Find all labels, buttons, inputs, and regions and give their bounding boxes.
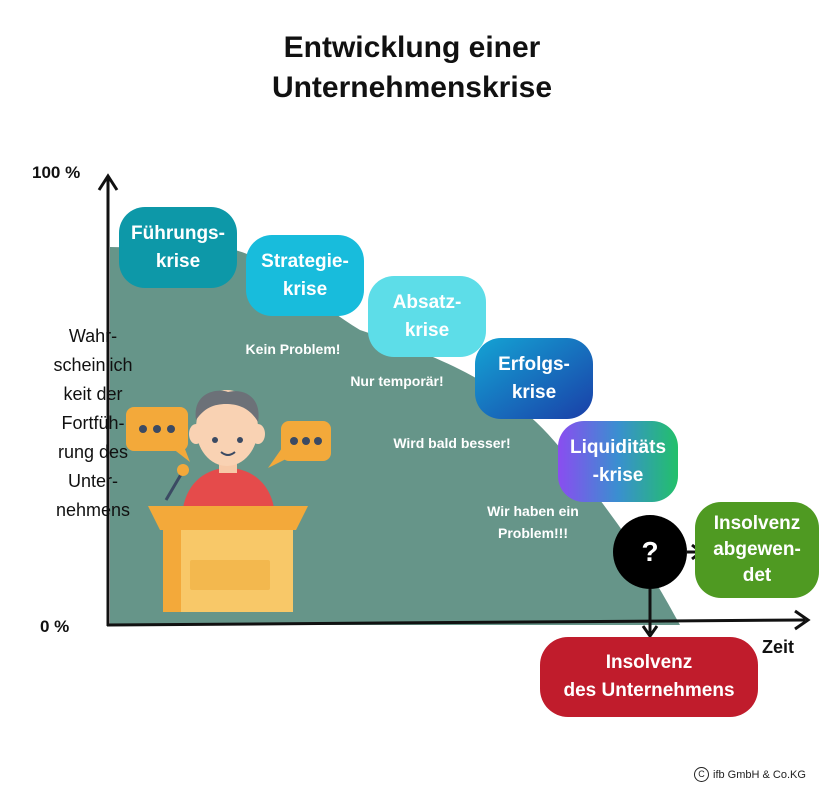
- outcome-text-line: Insolvenz: [713, 513, 801, 534]
- stage-text-line: krise: [155, 250, 201, 272]
- y-axis-label-line: Wahr-: [68, 326, 118, 346]
- stage-text-line: Führungs-: [131, 222, 225, 244]
- speech-bubble-left-icon: [126, 407, 190, 462]
- stage-text-liquiditaetskrise: Liquiditäts -krise: [558, 421, 678, 502]
- note-line: Wir haben ein: [487, 503, 579, 519]
- stage-text-line: krise: [404, 319, 450, 341]
- y-axis-label-line: rung des: [57, 442, 129, 462]
- note-line: Problem!!!: [498, 525, 568, 541]
- x-axis-line: [106, 618, 806, 627]
- title-line-2: Unternehmenskrise: [271, 71, 553, 104]
- stage-text-erfolgskrise: Erfolgs- krise: [475, 338, 593, 419]
- stage-text-line: krise: [511, 381, 557, 403]
- stage-bubble-fuehrungskrise: [119, 207, 237, 288]
- decision-question-mark: ?: [641, 536, 659, 567]
- stage-bubble-strategiekrise: [246, 235, 364, 316]
- page-title: Entwicklung einer Unternehmenskrise: [0, 28, 824, 108]
- note-nur-temporaer: Nur temporär!: [350, 373, 444, 389]
- stage-text-line: krise: [282, 278, 328, 300]
- outcome-text-line: abgewen-: [713, 539, 801, 560]
- speaker-illustration: [126, 390, 331, 612]
- stage-text-line: Erfolgs-: [498, 353, 570, 375]
- stage-bubble-liquiditaetskrise: [558, 421, 678, 502]
- stage-text-line: Absatz-: [392, 291, 462, 313]
- y-axis-label-line: keit der: [63, 384, 123, 404]
- outcome-text-line: Insolvenz: [605, 652, 693, 673]
- stage-text-strategiekrise: Strategie- krise: [246, 235, 364, 316]
- note-wird-bald-besser: Wird bald besser!: [393, 435, 511, 451]
- decision-circle: [613, 515, 687, 589]
- copyright-icon: C: [694, 767, 709, 782]
- arrowhead-to-insolvency: [641, 625, 659, 639]
- outcome-text-line: des Unternehmens: [563, 680, 735, 701]
- x-axis-arrowhead: [794, 609, 811, 631]
- speech-bubble-right-icon: [268, 421, 331, 468]
- outcome-insolvency-text: Insolvenz des Unternehmens: [540, 637, 758, 717]
- outcome-averted-bubble: [695, 502, 819, 598]
- y-axis-label-line: Fortfüh-: [61, 413, 125, 433]
- stage-bubble-absatzkrise: [368, 276, 486, 357]
- y-axis-label-line: Unter-: [67, 471, 118, 491]
- stage-text-line: Liquiditäts: [569, 436, 667, 458]
- stage-text-fuehrungskrise: Führungs- krise: [119, 207, 237, 288]
- title-line-1: Entwicklung einer: [283, 31, 541, 64]
- x-axis-label: Zeit: [762, 637, 795, 657]
- stage-text-absatzkrise: Absatz- krise: [368, 276, 486, 357]
- y-bottom-label: 0 %: [40, 617, 70, 636]
- copyright: C ifb GmbH & Co.KG: [694, 767, 806, 782]
- y-top-label: 100 %: [32, 163, 81, 182]
- y-axis-label: Wahr- scheinlich keit der Fortfüh- rung …: [8, 322, 178, 525]
- y-axis-label-line: nehmens: [55, 500, 131, 520]
- stage-bubble-erfolgskrise: [475, 338, 593, 419]
- stage-text-line: Strategie-: [261, 250, 349, 272]
- outcome-averted-text: Insolvenz abgewen- det: [695, 502, 819, 598]
- outcome-text-line: det: [742, 565, 772, 586]
- note-kein-problem: Kein Problem!: [245, 341, 341, 357]
- outcome-insolvency-bubble: [540, 637, 758, 717]
- stage-text-line: -krise: [592, 464, 644, 486]
- y-axis-label-line: scheinlich: [53, 355, 133, 375]
- copyright-text: ifb GmbH & Co.KG: [713, 768, 806, 781]
- y-axis-arrowhead: [97, 173, 119, 191]
- note-wir-haben-ein-problem: Wir haben ein Problem!!!: [463, 500, 603, 544]
